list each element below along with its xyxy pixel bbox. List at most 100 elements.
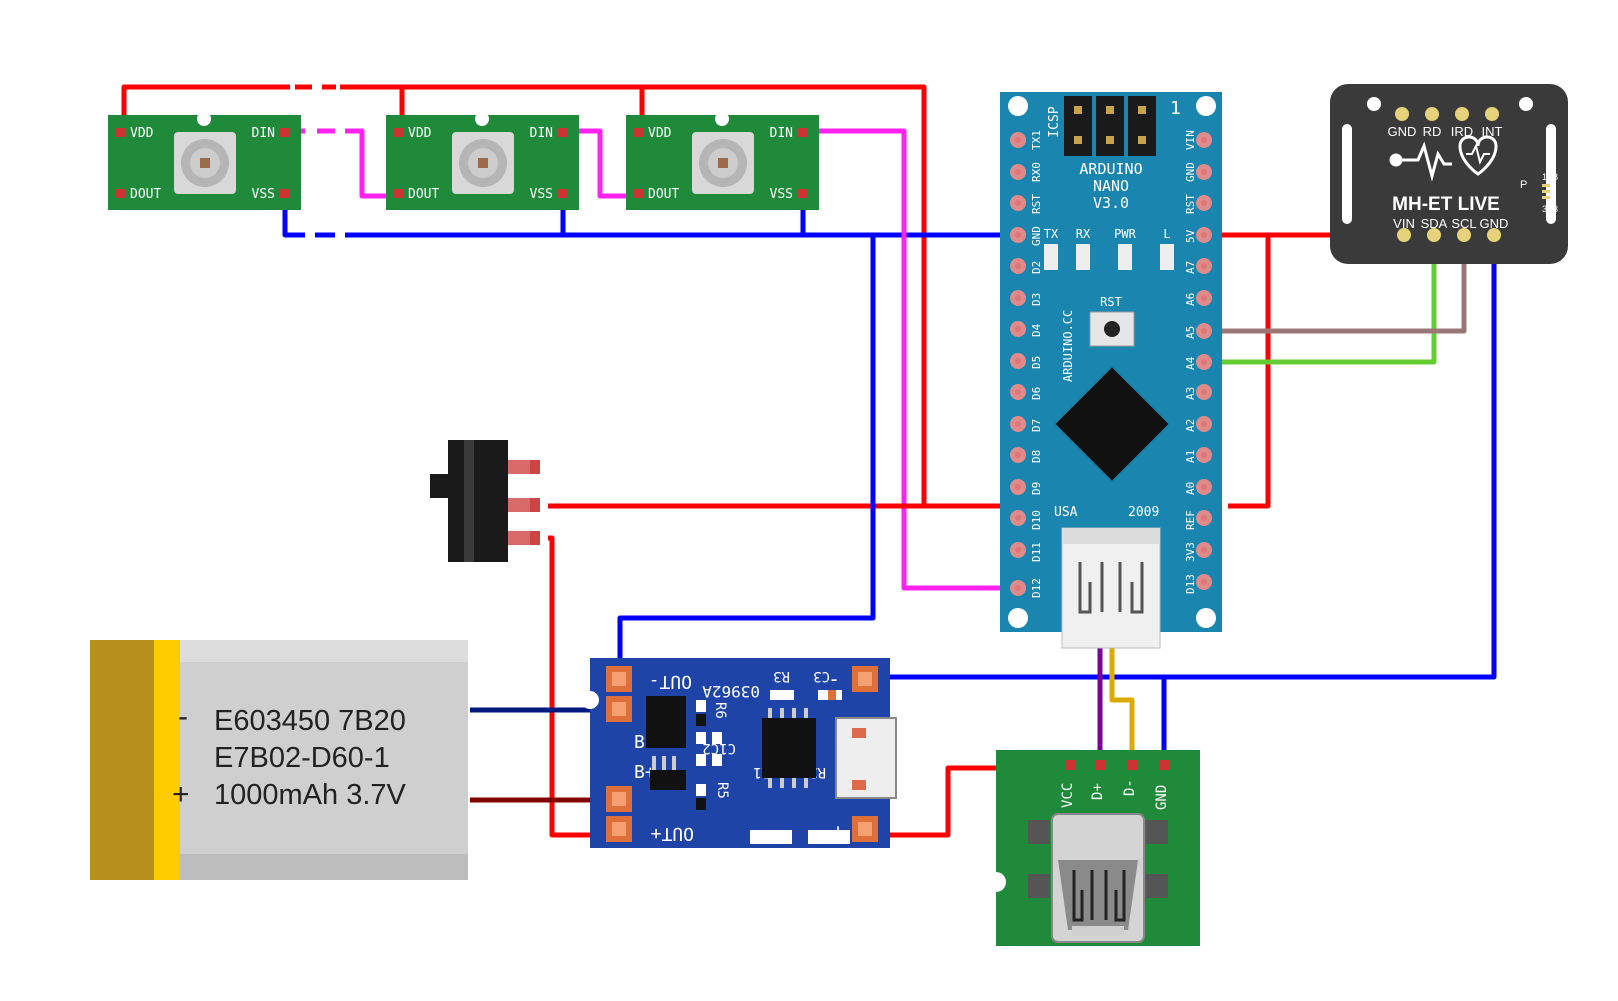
usb-pin-gnd-label: GND bbox=[1154, 785, 1170, 810]
pin-label-din: DIN bbox=[530, 126, 553, 141]
pin-label-dout: DOUT bbox=[648, 187, 679, 202]
mini-usb-connector bbox=[1051, 813, 1145, 943]
nano-right-pins bbox=[1196, 132, 1212, 590]
sensor-bottom-pin-sda: SDA bbox=[1421, 216, 1448, 231]
charger-chip-code: 03962A bbox=[702, 682, 760, 701]
sensor-logo-mark: P bbox=[1520, 179, 1527, 191]
nano-right-pin-labels: VIN GND RST 5V A7 A6 A5 A4 A3 A2 A1 A0 R… bbox=[1184, 130, 1197, 594]
battery-plus-label: + bbox=[172, 778, 190, 811]
pin-label-d8: D8 bbox=[1030, 450, 1043, 463]
nano-title-line-1: ARDUINO bbox=[1079, 160, 1142, 178]
sensor-top-pin-ird: IRD bbox=[1451, 124, 1473, 139]
led-module-1: VDD DIN DOUT VSS bbox=[108, 112, 301, 210]
wire-led2-to-led3 bbox=[568, 128, 642, 199]
pin-label-din: DIN bbox=[252, 126, 275, 141]
charger-module: OUT- B- B+ OUT+ 03962A R3 C3 R6 C1C2 R1 … bbox=[581, 658, 897, 848]
pin-label-d3: D3 bbox=[1030, 293, 1043, 306]
sensor-bottom-pin-scl: SCL bbox=[1451, 216, 1476, 231]
pin-label-a4: A4 bbox=[1184, 356, 1197, 370]
charger-label-c3: C3 bbox=[813, 668, 830, 684]
charger-label-r6: R6 bbox=[712, 702, 728, 719]
pin-label-a3: A3 bbox=[1184, 387, 1197, 400]
pin-label-vss: VSS bbox=[252, 187, 275, 202]
sensor-side-1v8: 1V8 bbox=[1542, 172, 1558, 182]
wire-switch-to-out-plus bbox=[548, 535, 620, 838]
nano-usb-connector bbox=[1061, 527, 1161, 649]
wire-led1-to-led2 bbox=[345, 128, 402, 199]
pin-label-a2: A2 bbox=[1184, 419, 1197, 432]
pin-label-3v3: 3V3 bbox=[1184, 542, 1197, 562]
rst-button-label: RST bbox=[1100, 295, 1122, 309]
pin-label-a0: A0 bbox=[1184, 482, 1197, 495]
pin-label-d13: D13 bbox=[1184, 574, 1197, 594]
mh-et-live-sensor: GND RD IRD INT P 1V8 3V3 MH-ET LIVE VIN … bbox=[1330, 84, 1568, 264]
pin-label-d12: D12 bbox=[1030, 578, 1043, 598]
pin-label-rx0: RX0 bbox=[1030, 162, 1043, 182]
heartbeat-icon bbox=[1389, 135, 1498, 182]
pin-label-vin: VIN bbox=[1184, 130, 1197, 150]
battery-minus-label: - bbox=[178, 700, 188, 733]
pin-label-a6: A6 bbox=[1184, 293, 1197, 306]
pin-label-d5: D5 bbox=[1030, 356, 1043, 369]
usb-pin-dminus-label: D- bbox=[1122, 779, 1138, 796]
pin-label-d2: D2 bbox=[1030, 261, 1043, 274]
pin-label-vss: VSS bbox=[770, 187, 793, 202]
usb-pin-vcc-label: VCC bbox=[1060, 783, 1076, 808]
arduino-nano: ICSP 1 ARDUINO NANO V3.0 TX RX PWR L ARD… bbox=[1000, 92, 1222, 649]
pin-label-d9: D9 bbox=[1030, 482, 1043, 495]
charger-label-out-minus: OUT- bbox=[649, 671, 692, 692]
charger-label-r5: R5 bbox=[714, 782, 730, 799]
sensor-bottom-pin-gnd: GND bbox=[1480, 216, 1509, 231]
charger-micro-usb bbox=[835, 717, 897, 799]
pin-label-d4: D4 bbox=[1030, 323, 1043, 337]
nano-left-pins bbox=[1010, 132, 1026, 596]
pin-label-vdd: VDD bbox=[408, 126, 432, 141]
pin-label-d11: D11 bbox=[1030, 542, 1043, 562]
sensor-board bbox=[1330, 84, 1568, 264]
icsp-label: ICSP bbox=[1047, 106, 1062, 137]
sensor-side-3v3: 3V3 bbox=[1542, 204, 1558, 214]
led-module-2: VDD DIN DOUT VSS bbox=[386, 112, 579, 210]
led-label-pwr: PWR bbox=[1114, 227, 1136, 241]
pin-label-tx1: TX1 bbox=[1030, 130, 1043, 150]
nano-left-pin-labels: TX1 RX0 RST GND D2 D3 D4 D5 D6 D7 D8 D9 … bbox=[1030, 130, 1043, 598]
icsp-pin1-label: 1 bbox=[1170, 98, 1181, 119]
charger-protection-chip bbox=[646, 696, 686, 748]
pin-label-vdd: VDD bbox=[130, 126, 154, 141]
charger-label-out-plus: OUT+ bbox=[650, 823, 694, 844]
icsp-header bbox=[1064, 96, 1156, 156]
charger-tp4056-chip bbox=[762, 718, 816, 778]
sensor-top-pin-rd: RD bbox=[1423, 124, 1442, 139]
sensor-top-pin-int: INT bbox=[1482, 124, 1503, 139]
led-module-3: VDD DIN DOUT VSS bbox=[626, 112, 819, 210]
pin-label-gnd: GND bbox=[1030, 226, 1043, 246]
led-label-l: L bbox=[1163, 227, 1170, 241]
usa-label: USA bbox=[1054, 505, 1078, 520]
pin-label-ref: REF bbox=[1184, 510, 1197, 530]
wire-5v-branch bbox=[1228, 235, 1271, 509]
battery-label-line-2: E7B02-D60-1 bbox=[214, 742, 390, 774]
wire-led3-din-to-d12 bbox=[808, 128, 1020, 591]
wire-scl bbox=[1208, 235, 1467, 334]
lipo-battery: - + E603450 7B20 E7B02-D60-1 1000mAh 3.7… bbox=[90, 640, 468, 880]
sensor-top-pin-gnd: GND bbox=[1388, 124, 1417, 139]
year-label: 2009 bbox=[1128, 505, 1159, 520]
charger-label-r3: R3 bbox=[773, 668, 790, 684]
battery-label-line-1: E603450 7B20 bbox=[214, 705, 406, 737]
sensor-bottom-pin-vin: VIN bbox=[1393, 216, 1415, 231]
pin-label-a1: A1 bbox=[1184, 450, 1197, 463]
pin-label-d10: D10 bbox=[1030, 510, 1043, 530]
pin-label-din: DIN bbox=[770, 126, 793, 141]
pin-label-vss: VSS bbox=[530, 187, 553, 202]
pin-label-rst: RST bbox=[1030, 194, 1043, 214]
pin-label-dout: DOUT bbox=[408, 187, 439, 202]
wire-out-minus bbox=[617, 235, 876, 678]
sensor-title: MH-ET LIVE bbox=[1392, 194, 1500, 215]
battery-label-line-3: 1000mAh 3.7V bbox=[214, 779, 407, 811]
pin-label-d7: D7 bbox=[1030, 419, 1043, 432]
pin-label-vdd: VDD bbox=[648, 126, 672, 141]
pin-label-5v: 5V bbox=[1184, 229, 1197, 243]
led-label-rx: RX bbox=[1076, 227, 1091, 241]
slide-switch[interactable] bbox=[430, 440, 540, 562]
